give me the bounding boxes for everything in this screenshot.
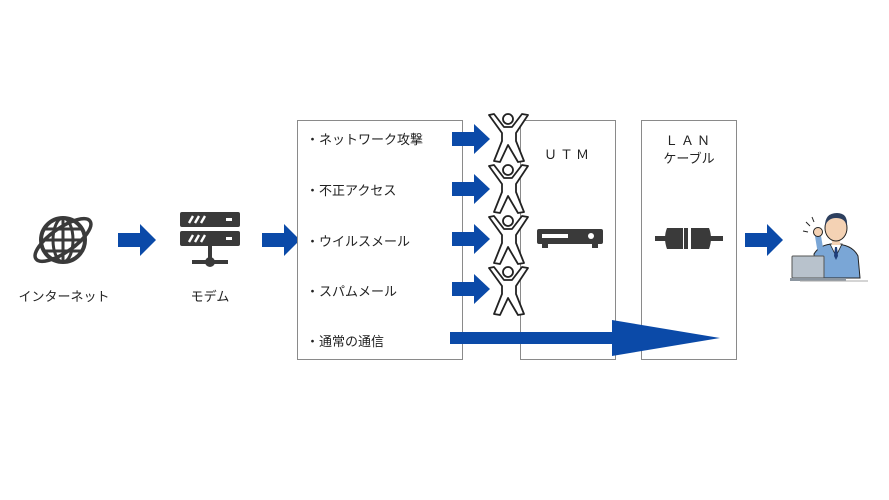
modem-node bbox=[178, 210, 242, 274]
office-worker-icon bbox=[790, 213, 868, 282]
threat-label-spam-mail: ・スパムメール bbox=[306, 285, 398, 300]
arrow-lan-to-user bbox=[745, 224, 783, 256]
threat-label-network-attack: ・ネットワーク攻撃 bbox=[306, 133, 424, 148]
stick-figure-guard-icon bbox=[488, 266, 529, 316]
internet-label: インターネット bbox=[18, 290, 110, 305]
stick-figure-guard-icon bbox=[488, 164, 529, 214]
server-icon bbox=[180, 212, 240, 267]
stick-figure-guard-icon bbox=[488, 215, 529, 265]
lan-label-line2: ケーブル bbox=[663, 152, 715, 167]
modem-label: モデム bbox=[190, 290, 230, 305]
cable-connector-icon bbox=[655, 228, 723, 249]
network-appliance-icon bbox=[537, 229, 603, 248]
threat-arrow-4 bbox=[452, 274, 490, 304]
threat-label-unauthorized-access: ・不正アクセス bbox=[306, 184, 397, 199]
threat-arrow-1 bbox=[452, 124, 490, 154]
globe-icon bbox=[33, 216, 93, 264]
arrow-modem-to-traffic bbox=[262, 224, 300, 256]
threat-label-virus-mail: ・ウイルスメール bbox=[306, 235, 411, 250]
utm-label: ＵＴＭ bbox=[543, 148, 592, 163]
threat-arrow-3 bbox=[452, 224, 490, 254]
threat-arrow-2 bbox=[452, 174, 490, 204]
lan-label-line1: ＬＡＮ bbox=[664, 134, 713, 149]
normal-traffic-arrow bbox=[450, 320, 720, 356]
normal-traffic-label: ・通常の通信 bbox=[306, 335, 385, 350]
stick-figure-guard-icon bbox=[488, 113, 529, 163]
traffic-box bbox=[297, 120, 463, 360]
internet-node bbox=[28, 205, 98, 275]
arrow-internet-to-modem bbox=[118, 224, 156, 256]
